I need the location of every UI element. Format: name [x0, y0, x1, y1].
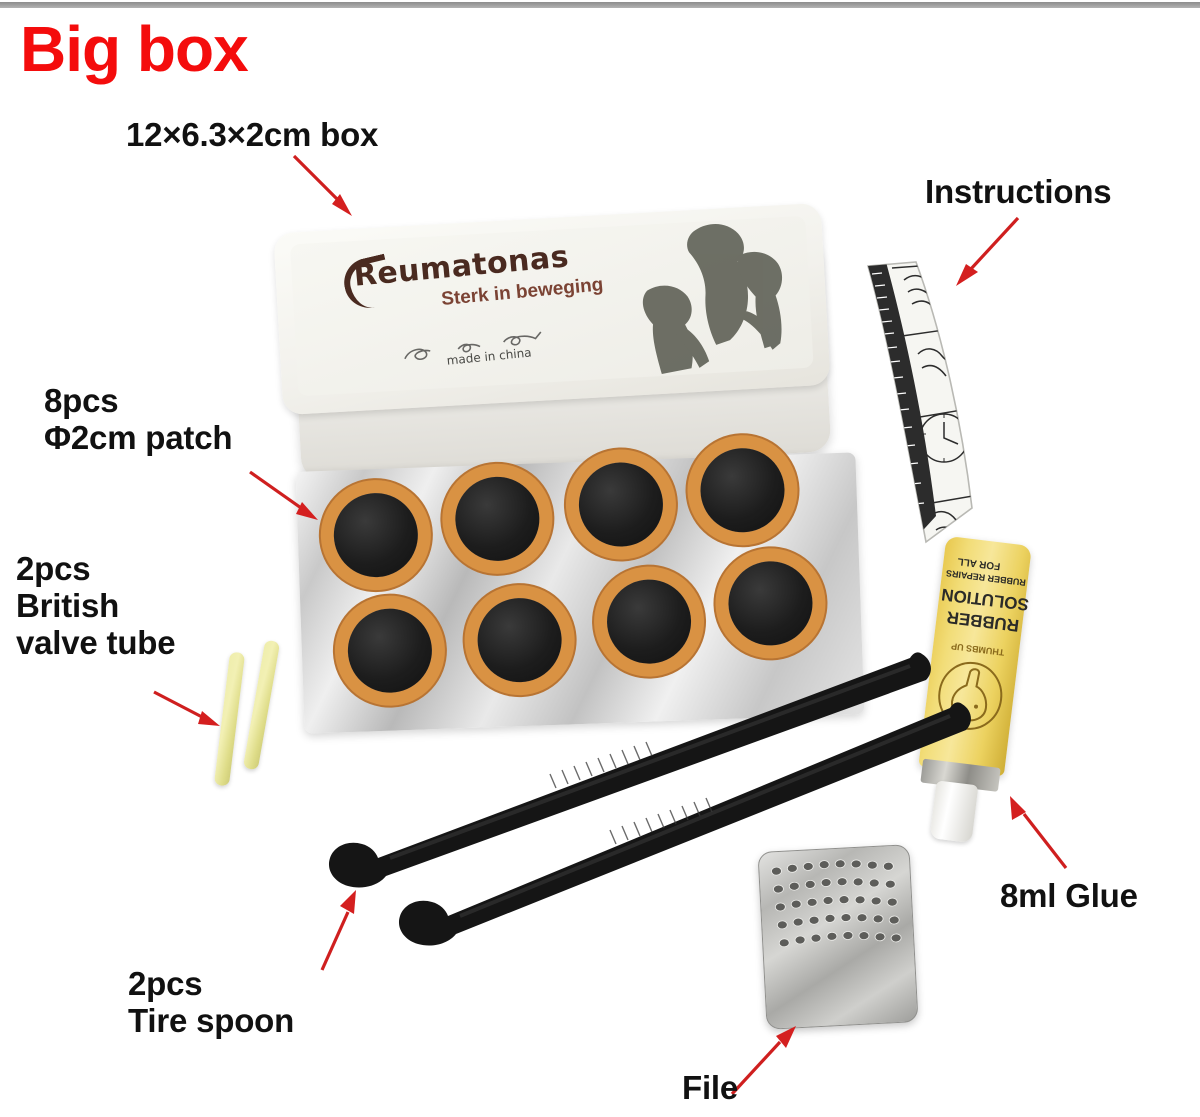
tire-lever	[328, 652, 931, 888]
label-patch: 8pcs Φ2cm patch	[44, 382, 233, 456]
svg-text:2: 2	[970, 385, 976, 395]
box-lid: Reumatonas Sterk in beweging made in chi…	[273, 202, 831, 416]
label-file: File	[682, 1069, 739, 1106]
label-glue: 8ml Glue	[1000, 877, 1138, 914]
page-title: Big box	[20, 13, 249, 85]
box-lid-face: Reumatonas Sterk in beweging made in chi…	[289, 215, 814, 397]
handwriting-mark-icon	[404, 331, 542, 360]
file-rasp-tool	[757, 844, 919, 1030]
arrow-to-box	[292, 154, 352, 216]
svg-text:1: 1	[960, 307, 966, 317]
top-border-strip	[0, 2, 1200, 8]
repair-kit-box: Reumatonas Sterk in beweging made in chi…	[268, 196, 848, 496]
tire-lever	[398, 702, 971, 946]
arrow-to-tire-spoon	[320, 890, 356, 971]
arrow-to-glue	[1010, 796, 1068, 869]
arrow-to-patch	[249, 470, 318, 520]
glue-label-line3: FOR ALL	[956, 555, 1001, 572]
label-box-size: 12×6.3×2cm box	[126, 116, 379, 153]
instructions-leaflet: 1 2 3	[866, 261, 984, 544]
file-rasp-holes	[771, 859, 902, 948]
svg-text:3: 3	[978, 463, 984, 473]
arrow-to-valve-tube	[153, 690, 220, 726]
label-valve-tube: 2pcs British valve tube	[16, 550, 176, 661]
label-tire-spoon: 2pcs Tire spoon	[128, 965, 295, 1039]
arrow-to-instructions	[956, 216, 1020, 286]
arrow-to-file	[730, 1026, 796, 1096]
label-instructions: Instructions	[925, 173, 1112, 210]
cyclist-silhouette-graphic	[642, 224, 782, 374]
